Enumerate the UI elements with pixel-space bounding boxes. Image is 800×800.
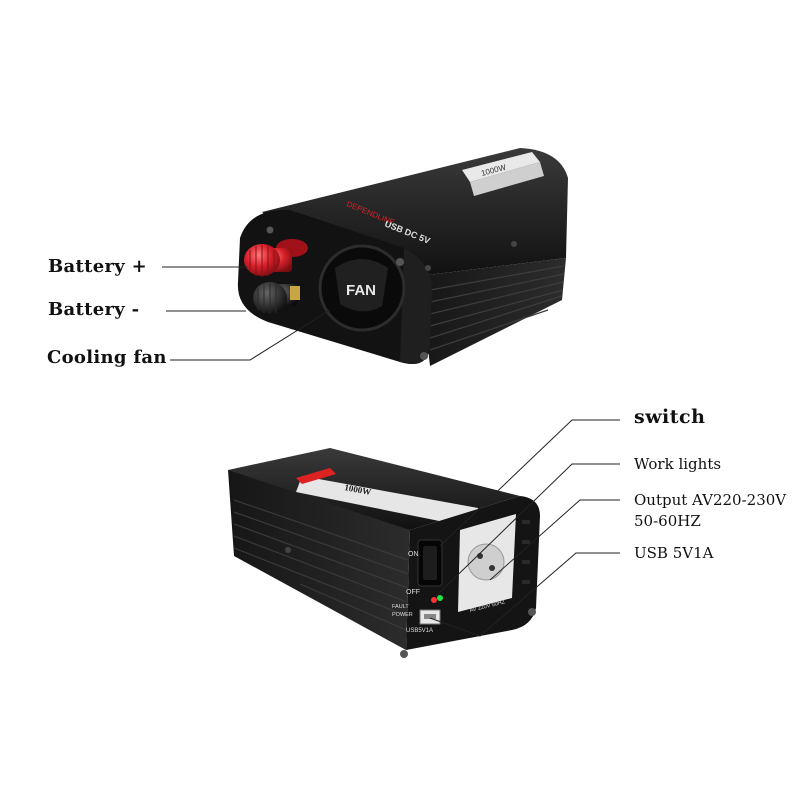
battery-plus-label: Battery + xyxy=(48,256,147,277)
on-label: ON xyxy=(408,551,419,558)
fan-label: FAN xyxy=(346,282,376,299)
usb-port-label: USB5V1A xyxy=(406,628,433,634)
leader-lines xyxy=(162,266,620,637)
power-label: POWER xyxy=(392,612,413,618)
output-label: Output AV220-230V 50-60HZ xyxy=(634,490,786,532)
fault-label: FAULT xyxy=(392,604,409,610)
output-frequency-text: 50-60HZ xyxy=(634,512,701,530)
usb-label: USB 5V1A xyxy=(634,544,714,562)
output-voltage-text: Output AV220-230V xyxy=(634,491,787,509)
switch-label: switch xyxy=(634,406,706,428)
battery-negative-terminal xyxy=(253,282,300,314)
off-label: OFF xyxy=(406,589,420,596)
battery-positive-terminal xyxy=(244,239,308,277)
cooling-fan-label: Cooling fan xyxy=(47,347,167,368)
battery-minus-label: Battery - xyxy=(48,299,140,320)
inverter-bottom-view: 1000W ON OFF FAULT POWER USB5V1A AV 220V… xyxy=(228,448,540,658)
work-lights-label: Work lights xyxy=(634,455,722,473)
inverter-top-view: 1000W DEPENDLINE USB DC 5V FAN xyxy=(237,148,568,366)
